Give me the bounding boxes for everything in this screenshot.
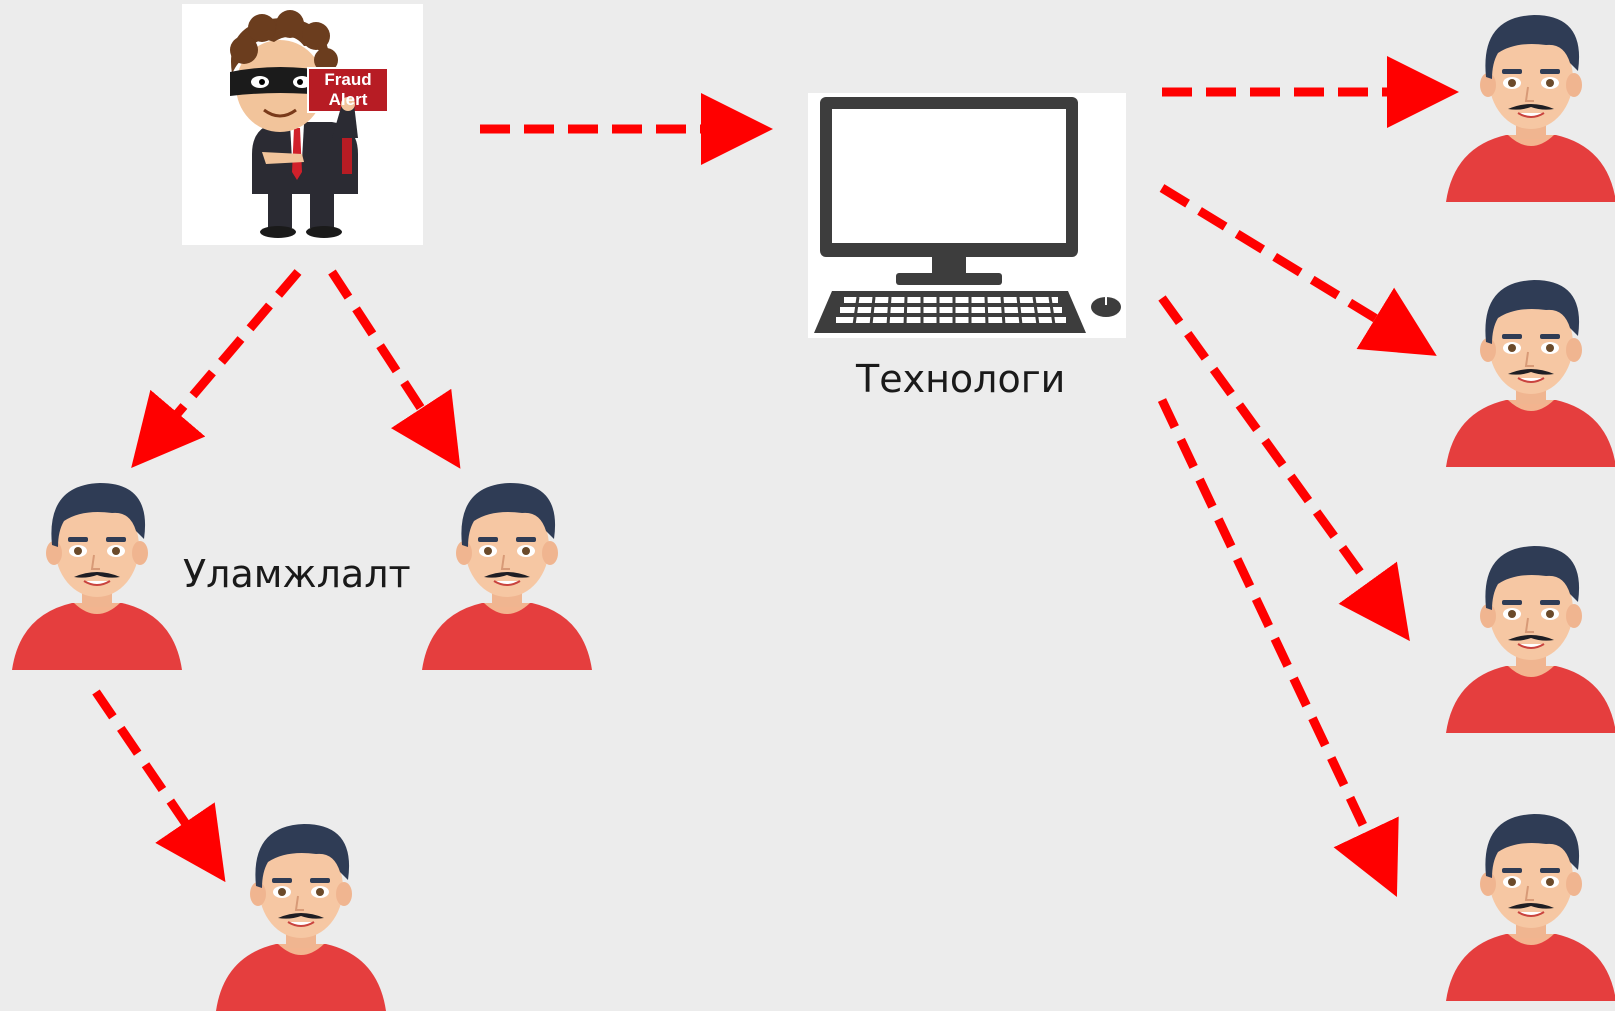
person-icon xyxy=(422,475,592,670)
arrow-computer-to-person-4 xyxy=(1157,398,1399,897)
sign-text-line1: Fraud xyxy=(324,70,371,89)
person-icon xyxy=(1446,7,1615,202)
person-icon xyxy=(1446,272,1615,467)
arrow-computer-to-person-2 xyxy=(1159,184,1437,356)
person-icon xyxy=(1446,538,1615,733)
person-icon xyxy=(1446,806,1615,1001)
arrow-person-to-person-bottom xyxy=(92,689,226,883)
computer-icon xyxy=(808,93,1126,338)
arrow-fraudster-to-person-left xyxy=(131,269,302,468)
fraudster-icon: Fraud Alert xyxy=(182,4,423,245)
sign-text-line2: Alert xyxy=(329,90,368,109)
traditional-label: Уламжлалт xyxy=(183,552,411,596)
arrow-fraudster-to-person-right xyxy=(328,269,461,469)
arrow-computer-to-person-3 xyxy=(1158,295,1410,642)
person-icon xyxy=(12,475,182,670)
person-icon xyxy=(216,816,386,1011)
computer-label: Технологи xyxy=(856,357,1066,401)
